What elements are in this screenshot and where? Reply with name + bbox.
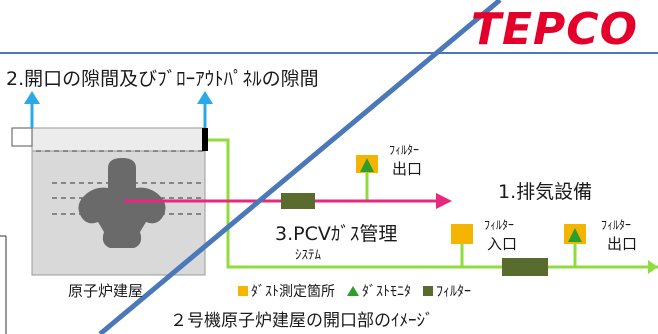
dust-monitor-swatch-icon: [347, 286, 359, 296]
legend-label: ﾀﾞｽﾄ測定箇所: [251, 284, 335, 300]
legend-label: ﾀﾞｽﾄﾓﾆﾀ: [362, 284, 411, 300]
gap-arrow-left-head: [24, 91, 40, 104]
exhaust-arrow-head: [648, 260, 658, 274]
diagonal-overlay-line: [98, 0, 502, 334]
filter-outlet-right-label-2: 出口: [607, 235, 638, 253]
filter-inlet-label-1: ﾌｨﾙﾀｰ: [484, 218, 515, 232]
legend: ﾀﾞｽﾄ測定箇所 ﾀﾞｽﾄﾓﾆﾀ ﾌｨﾙﾀｰ: [238, 281, 479, 301]
tepco-logo: TEPCO: [470, 4, 638, 55]
pcv-gas-label-1: 3.PCVｶﾞｽ管理: [275, 223, 398, 245]
pcv-filter-icon: [281, 193, 315, 209]
exhaust-duct-line: [208, 138, 658, 269]
inlet-dust-point-icon: [451, 224, 473, 244]
outlet-dust-monitor-icon: [568, 228, 582, 242]
exhaust-filter-icon: [502, 258, 548, 276]
blowout-panel: [202, 128, 208, 151]
legend-item-dust-point: ﾀﾞｽﾄ測定箇所: [238, 281, 335, 301]
opening-box: [11, 127, 33, 147]
opening-gaps-label: 2.開口の隙間及びﾌﾞﾛｰｱｳﾄﾊﾟﾈﾙの隙間: [6, 68, 319, 90]
gap-arrow-right-head: [197, 91, 213, 104]
containment-vessel-icon: [78, 158, 166, 248]
pcv-gas-arrow-head: [436, 193, 452, 209]
building-label: 原子炉建屋: [68, 282, 144, 300]
dust-point-swatch-icon: [238, 286, 248, 296]
pcv-dust-monitor-icon: [360, 158, 374, 172]
filter-inlet-label-2: 入口: [487, 235, 518, 253]
pcv-gas-label-2: ｼｽﾃﾑ: [295, 248, 321, 263]
exhaust-label: 1.排気設備: [498, 181, 593, 203]
filter-outlet-top-label-1: ﾌｨﾙﾀｰ: [389, 143, 420, 157]
filter-outlet-right-label-1: ﾌｨﾙﾀｰ: [601, 218, 632, 232]
filter-outlet-top-label-2: 出口: [392, 160, 423, 178]
building-roof-layer: [31, 127, 206, 152]
diagram-caption: ２号機原子炉建屋の開口部のｲﾒｰｼﾞ: [170, 311, 434, 331]
legend-item-dust-monitor: ﾀﾞｽﾄﾓﾆﾀ: [347, 281, 411, 301]
filter-swatch-icon: [423, 286, 433, 296]
legend-item-filter: ﾌｨﾙﾀｰ: [423, 281, 471, 301]
legend-label: ﾌｨﾙﾀｰ: [436, 284, 471, 300]
